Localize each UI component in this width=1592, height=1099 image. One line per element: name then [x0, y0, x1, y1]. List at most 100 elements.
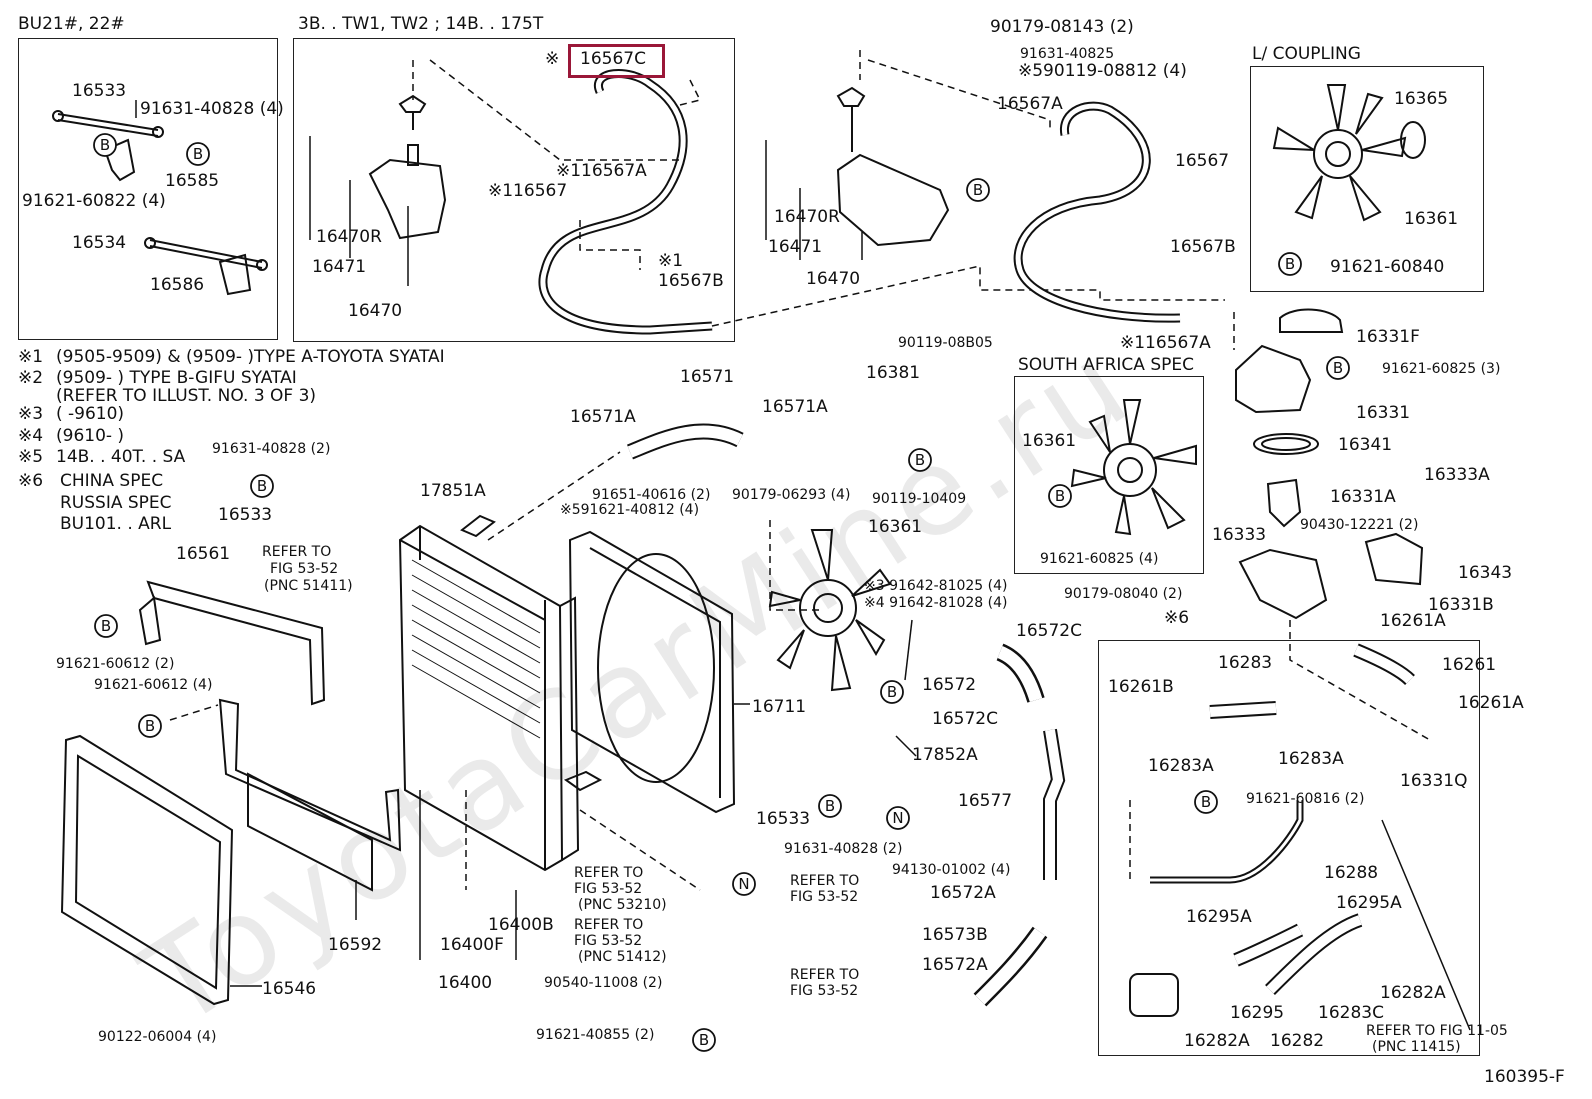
part-label[interactable]: 16572C [1016, 621, 1082, 641]
part-label[interactable]: 16282 [1270, 1031, 1325, 1051]
part-label: ※1 [658, 251, 684, 271]
part-label[interactable]: 90179-06293 (4) [732, 487, 851, 503]
part-label[interactable]: 91631-40828 (2) [784, 841, 903, 857]
part-label[interactable]: 16261B [1108, 677, 1174, 697]
part-label[interactable]: 16341 [1338, 435, 1393, 455]
part-label[interactable]: 16261A [1380, 611, 1446, 631]
part-label[interactable]: 91621-40855 (2) [536, 1027, 655, 1043]
part-label[interactable]: 16571 [680, 367, 735, 387]
part-label[interactable]: 16261 [1442, 655, 1497, 675]
part-label[interactable]: 16282A [1184, 1031, 1250, 1051]
part-label[interactable]: 16533 [72, 81, 127, 101]
part-label[interactable]: 94130-01002 (4) [892, 862, 1011, 878]
part-label[interactable]: 17852A [912, 745, 978, 765]
part-label[interactable]: 16470 [348, 301, 403, 321]
part-label[interactable]: 16470R [316, 227, 382, 247]
part-label[interactable]: 16282A [1380, 983, 1446, 1003]
part-label[interactable]: 90119-08B05 [898, 335, 993, 351]
part-label[interactable]: 16571A [762, 397, 828, 417]
part-label[interactable]: 90430-12221 (2) [1300, 517, 1419, 533]
part-label[interactable]: ※590119-08812 (4) [1018, 61, 1187, 81]
part-label[interactable]: 16533 [218, 505, 273, 525]
part-label[interactable]: ※3 91642-81025 (4) [864, 578, 1008, 594]
part-label[interactable]: 90119-10409 [872, 491, 967, 507]
part-label[interactable]: 16331F [1356, 327, 1420, 347]
part-label[interactable]: 16331 [1356, 403, 1411, 423]
part-label[interactable]: 16573B [922, 925, 988, 945]
part-label[interactable]: 16283C [1318, 1003, 1384, 1023]
part-label[interactable]: 91621-60822 (4) [22, 191, 166, 211]
part-label: (PNC 53210) [578, 897, 667, 913]
part-label[interactable]: 16585 [165, 171, 220, 191]
part-label[interactable]: 16572 [922, 675, 977, 695]
frame-china-spec [1098, 640, 1480, 1056]
part-label[interactable]: 16331B [1428, 595, 1494, 615]
part-label[interactable]: 16471 [312, 257, 367, 277]
part-label[interactable]: 16283 [1218, 653, 1273, 673]
part-label[interactable]: 16365 [1394, 89, 1449, 109]
part-label[interactable]: 90122-06004 (4) [98, 1029, 217, 1045]
part-label[interactable]: 16572A [930, 883, 996, 903]
part-label[interactable]: 91651-40616 (2) [592, 487, 711, 503]
part-label[interactable]: 16295A [1336, 893, 1402, 913]
part-label[interactable]: 16400B [488, 915, 554, 935]
part-label[interactable]: 16381 [866, 363, 921, 383]
part-label[interactable]: 16471 [768, 237, 823, 257]
part-label[interactable]: 16295 [1230, 1003, 1285, 1023]
part-label[interactable]: 16361 [1022, 431, 1077, 451]
frame-l-coupling-title: L/ COUPLING [1252, 44, 1361, 64]
part-label[interactable]: 16546 [262, 979, 317, 999]
part-label[interactable]: 16470R [774, 207, 840, 227]
part-label[interactable]: 16331A [1330, 487, 1396, 507]
part-label[interactable]: 16400F [440, 935, 504, 955]
part-label[interactable]: 16561 [176, 544, 231, 564]
part-label[interactable]: 16711 [752, 697, 807, 717]
part-label[interactable]: ※116567 [488, 181, 568, 201]
part-label[interactable]: 16333A [1424, 465, 1490, 485]
part-label[interactable]: 90179-08040 (2) [1064, 586, 1183, 602]
part-label[interactable]: 91621-60612 (2) [56, 656, 175, 672]
part-label[interactable]: 16572A [922, 955, 988, 975]
part-label[interactable]: 16592 [328, 935, 383, 955]
part-label[interactable]: ※116567A [1120, 333, 1211, 353]
part-label[interactable]: 91621-60825 (4) [1040, 551, 1159, 567]
part-label[interactable]: 16283A [1148, 756, 1214, 776]
part-label[interactable]: 16534 [72, 233, 127, 253]
part-label[interactable]: 16331Q [1400, 771, 1468, 791]
part-label[interactable]: ※116567A [556, 161, 647, 181]
frame-china-mark: ※6 [1164, 608, 1190, 628]
part-label[interactable]: 16283A [1278, 749, 1344, 769]
part-label[interactable]: 91631-40825 [1020, 46, 1115, 62]
part-label[interactable]: 90179-08143 (2) [990, 17, 1134, 37]
part-label[interactable]: 91631-40828 (2) [212, 441, 331, 457]
part-label[interactable]: 16470 [806, 269, 861, 289]
part-label[interactable]: 16586 [150, 275, 205, 295]
part-label[interactable]: 17851A [420, 481, 486, 501]
part-label[interactable]: 91621-60612 (4) [94, 677, 213, 693]
part-label[interactable]: 91621-60825 (3) [1382, 361, 1501, 377]
part-label[interactable]: ※4 91642-81028 (4) [864, 595, 1008, 611]
part-label[interactable]: 16295A [1186, 907, 1252, 927]
part-label[interactable]: 16400 [438, 973, 493, 993]
part-label[interactable]: 16261A [1458, 693, 1524, 713]
part-label[interactable]: 16333 [1212, 525, 1267, 545]
part-label[interactable]: 16343 [1458, 563, 1513, 583]
part-label[interactable]: 16361 [868, 517, 923, 537]
part-label[interactable]: 16533 [756, 809, 811, 829]
part-label[interactable]: 16361 [1404, 209, 1459, 229]
part-label[interactable]: 16571A [570, 407, 636, 427]
part-label[interactable]: 16567B [658, 271, 724, 291]
part-label[interactable]: 90540-11008 (2) [544, 975, 663, 991]
part-label[interactable]: 91621-60840 [1330, 257, 1445, 277]
part-label[interactable]: 16567 [1175, 151, 1230, 171]
part-label[interactable]: 91621-60816 (2) [1246, 791, 1365, 807]
part-label[interactable]: 16567B [1170, 237, 1236, 257]
part-label[interactable]: 16567A [997, 94, 1063, 114]
part-label[interactable]: 16288 [1324, 863, 1379, 883]
part-label[interactable]: 16572C [932, 709, 998, 729]
part-label[interactable]: 91631-40828 (4) [140, 99, 284, 119]
part-label[interactable]: ※591621-40812 (4) [560, 502, 700, 518]
part-label[interactable]: 16577 [958, 791, 1013, 811]
part-label-highlighted[interactable]: 16567C [580, 49, 646, 69]
